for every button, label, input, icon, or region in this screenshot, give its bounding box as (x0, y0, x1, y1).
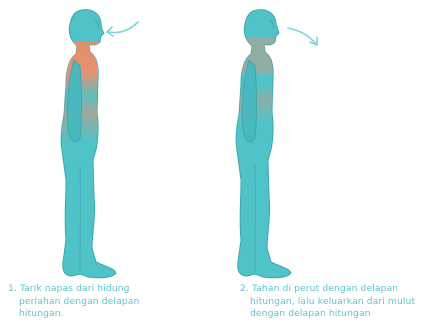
step-2-line-3: dengan delapan hitungan (240, 308, 415, 321)
inhale-arrow-icon (107, 22, 138, 36)
step-1-caption: 1. Tarik napas dari hidung perlahan deng… (8, 283, 139, 321)
step-2-number: 2. (240, 283, 249, 294)
step-2-line-1: Tahan di perut dengan delapan (252, 283, 398, 294)
exhale-arrow-icon (288, 28, 317, 45)
step-1-number: 1. (8, 283, 17, 294)
step-2-caption: 2. Tahan di perut dengan delapan hitunga… (240, 283, 415, 321)
step-1-line-1: Tarik napas dari hidung (20, 283, 130, 294)
figure-inhale (55, 10, 116, 278)
step-1-line-3: hitungan. (8, 308, 139, 321)
figure-exhale (230, 10, 291, 278)
step-2-line-2: hitungan, lalu keluarkan dari mulut (240, 296, 415, 309)
step-1-line-2: perlahan dengan delapan (8, 296, 139, 309)
